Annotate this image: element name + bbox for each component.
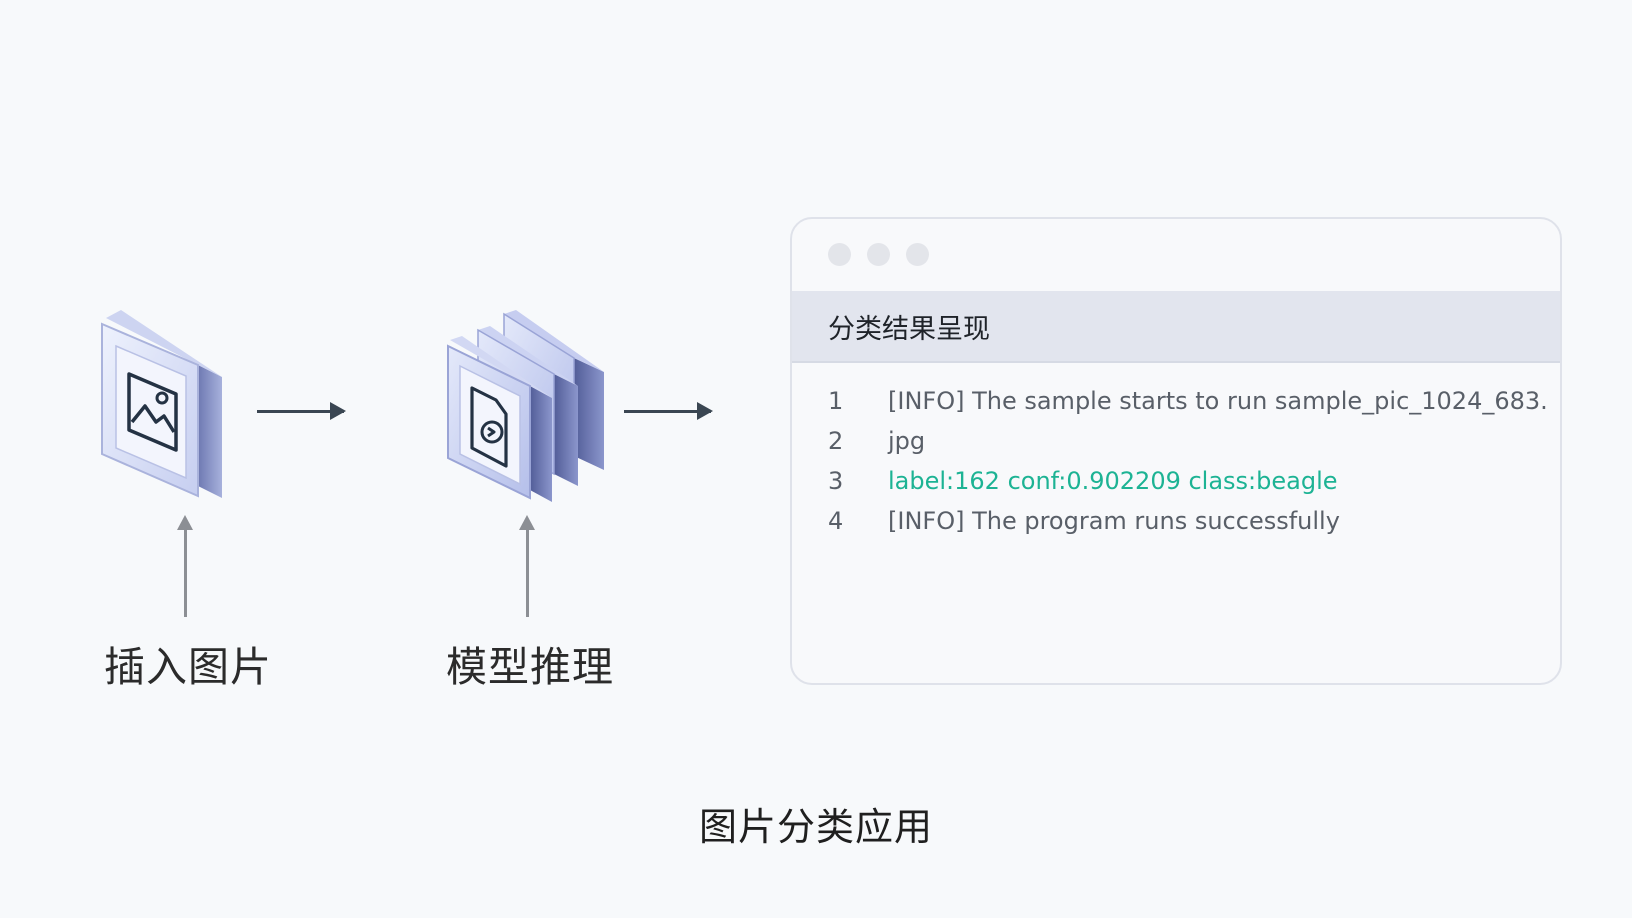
- input-arrow-1: [177, 515, 193, 617]
- line-text: [INFO] The program runs successfully: [888, 507, 1340, 535]
- step-label-model-inference: 模型推理: [446, 643, 614, 691]
- model-inference-icon: [447, 310, 604, 502]
- line-number: 4: [828, 507, 844, 535]
- image-icon: [101, 310, 222, 498]
- window-title: 分类结果呈现: [828, 314, 990, 345]
- line-text: jpg: [888, 427, 926, 455]
- flow-arrow-1: [257, 402, 346, 420]
- line-number: 1: [828, 387, 844, 415]
- line-text: [INFO] The sample starts to run sample_p…: [888, 387, 1548, 415]
- step-label-insert-image: 插入图片: [104, 643, 272, 691]
- diagram-caption: 图片分类应用: [698, 805, 933, 849]
- window-dot-1: [828, 243, 851, 266]
- code-line: 2 jpg: [792, 427, 1560, 467]
- window-header: 分类结果呈现: [792, 291, 1560, 363]
- flow-arrow-2: [624, 402, 713, 420]
- result-window: 分类结果呈现 1 [INFO] The sample starts to run…: [790, 217, 1562, 685]
- line-number: 2: [828, 427, 844, 455]
- code-line: 1 [INFO] The sample starts to run sample…: [792, 387, 1560, 427]
- code-line-highlight: 3 label:162 conf:0.902209 class:beagle: [792, 467, 1560, 507]
- line-number: 3: [828, 467, 844, 495]
- window-dot-2: [867, 243, 890, 266]
- code-line: 4 [INFO] The program runs successfully: [792, 507, 1560, 547]
- window-dot-3: [906, 243, 929, 266]
- line-text-result: label:162 conf:0.902209 class:beagle: [888, 467, 1338, 495]
- input-arrow-2: [519, 515, 535, 617]
